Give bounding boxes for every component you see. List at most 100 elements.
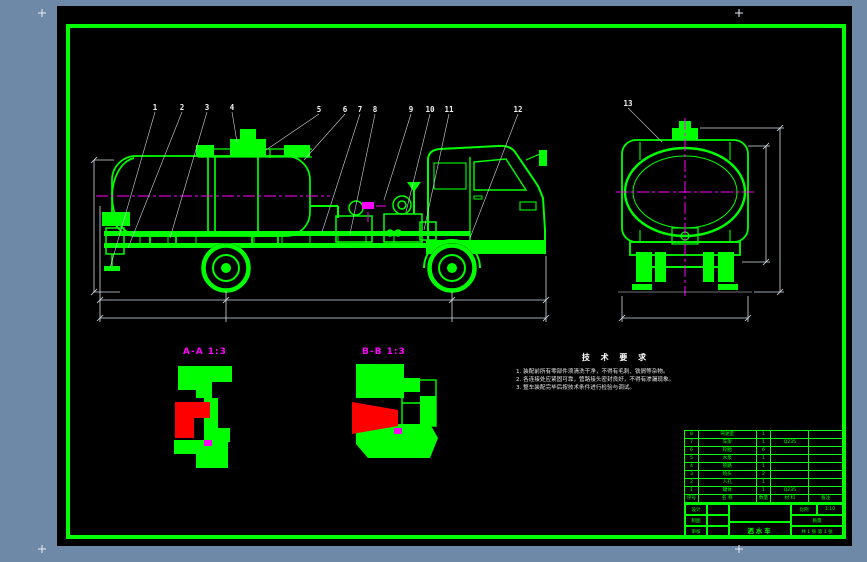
bom-cell-mat <box>771 471 810 478</box>
tb-scale-label: 比例 <box>791 504 817 515</box>
callout-label-12: 12 <box>513 105 523 114</box>
callout-label-5: 5 <box>316 105 322 114</box>
truck-rear-view <box>616 118 754 296</box>
bom-cell-mat: Q235 <box>771 439 810 446</box>
tb-scale-value: 1:10 <box>817 504 843 515</box>
bom-header-qty: 数量 <box>757 495 772 502</box>
tb-role-design-sign <box>707 504 729 515</box>
bom-cell-qty: 6 <box>757 447 772 454</box>
bom-cell-mat: Q235 <box>771 487 810 494</box>
tb-role-check-sign <box>707 526 729 537</box>
drawing-frame <box>66 24 846 539</box>
section-b-label: B-B 1:3 <box>362 347 406 357</box>
bom-cell-note <box>809 455 842 462</box>
tech-note-1: 1. 装配前所有零部件须清洗干净，不得有毛刺、铁屑等杂物。 <box>516 369 669 375</box>
tb-sheet-label: 共 1 张 第 1 张 <box>791 526 843 537</box>
callout-label-3: 3 <box>204 103 210 112</box>
bom-cell-qty: 1 <box>757 463 772 470</box>
section-b-red <box>352 402 398 434</box>
bom-cell-note <box>809 487 842 494</box>
wheel-arch <box>423 239 481 269</box>
wheel-front <box>427 243 477 293</box>
callout-label-9: 9 <box>408 105 414 114</box>
wheel-rear <box>201 243 251 293</box>
bom-header-name: 名 称 <box>699 495 757 502</box>
bom-cell-no: 5 <box>685 455 699 462</box>
bom-cell-qty: 1 <box>757 431 772 438</box>
title-block-bottom: 设计 制图 审核 洒水车 比例 1:10 质量 共 1 张 第 1 张 <box>685 503 843 537</box>
tb-highlight-cell <box>729 504 791 522</box>
bom-cell-no: 2 <box>685 479 699 486</box>
bom-cell-mat <box>771 479 810 486</box>
callout-label-7: 7 <box>357 105 363 114</box>
callout-label-4: 4 <box>229 103 235 112</box>
bom-cell-name: 喷头 <box>699 471 757 478</box>
section-a-red <box>175 402 210 438</box>
manhole-fittings <box>196 129 310 157</box>
bom-cell-note <box>809 479 842 486</box>
bom-cell-note <box>809 471 842 478</box>
section-a-shape <box>174 366 232 468</box>
tb-mass-label: 质量 <box>791 515 843 526</box>
callout-label-10: 10 <box>425 105 435 114</box>
side-centerline <box>96 195 386 222</box>
bom-cell-name: 管路 <box>699 463 757 470</box>
bom-cell-no: 8 <box>685 431 699 438</box>
bom-cell-qty: 1 <box>757 455 772 462</box>
bom-cell-no: 1 <box>685 487 699 494</box>
bom-cell-no: 7 <box>685 439 699 446</box>
tech-note-3: 3. 整车装配完毕后按技术条件进行检验与调试。 <box>516 385 635 391</box>
bom-cell-mat <box>771 455 810 462</box>
bom-cell-name: 人孔 <box>699 479 757 486</box>
bom-header-note: 备注 <box>821 496 831 501</box>
truck-side-view <box>96 129 547 293</box>
callout-label-11: 11 <box>444 105 454 114</box>
callout-label-13: 13 <box>623 99 633 108</box>
tech-requirements-title: 技 术 要 求 <box>581 353 651 362</box>
bom-cell-mat <box>771 431 810 438</box>
tb-role-design: 设计 <box>685 504 707 515</box>
bom-header-no: 序号 <box>685 495 699 502</box>
bom-cell-note <box>809 431 842 438</box>
bom-cell-qty: 1 <box>757 479 772 486</box>
technical-requirements: 技 术 要 求 1. 装配前所有零部件须清洗干净，不得有毛刺、铁屑等杂物。 2.… <box>516 352 716 392</box>
bom-cell-qty: 2 <box>757 471 772 478</box>
bom-cell-name: 驾驶室 <box>699 431 757 438</box>
bom-cell-name: 罐体 <box>699 487 757 494</box>
bom-header-mat: 材 料 <box>771 495 810 502</box>
tb-part-name: 洒水车 <box>729 522 791 537</box>
bom-header: 序号 名 称 数量 材 料 备注 <box>685 495 842 503</box>
bom-cell-no: 4 <box>685 463 699 470</box>
bom-cell-note <box>809 463 842 470</box>
callout-label-1: 1 <box>152 103 158 112</box>
section-b-shape <box>352 364 438 458</box>
bom-cell-name: 轮胎 <box>699 447 757 454</box>
bom-cell-qty: 1 <box>757 487 772 494</box>
callout-label-8: 8 <box>372 105 378 114</box>
bom-cell-qty: 1 <box>757 439 772 446</box>
tb-role-draw-sign <box>707 515 729 526</box>
spray-nozzle <box>407 182 421 192</box>
rear-centerlines <box>616 118 754 296</box>
bom-cell-no: 3 <box>685 471 699 478</box>
bom-cell-name: 车架 <box>699 439 757 446</box>
callout-label-6: 6 <box>342 105 348 114</box>
dimension-lines <box>90 124 784 322</box>
registration-marks <box>38 9 743 553</box>
tb-role-check: 审核 <box>685 526 707 537</box>
bom-cell-name: 水泵 <box>699 455 757 462</box>
tech-note-2: 2. 各连接处应紧固可靠，管路接头密封良好，不得有渗漏现象。 <box>516 377 675 383</box>
bom-cell-mat <box>771 463 810 470</box>
callout-label-2: 2 <box>179 103 185 112</box>
